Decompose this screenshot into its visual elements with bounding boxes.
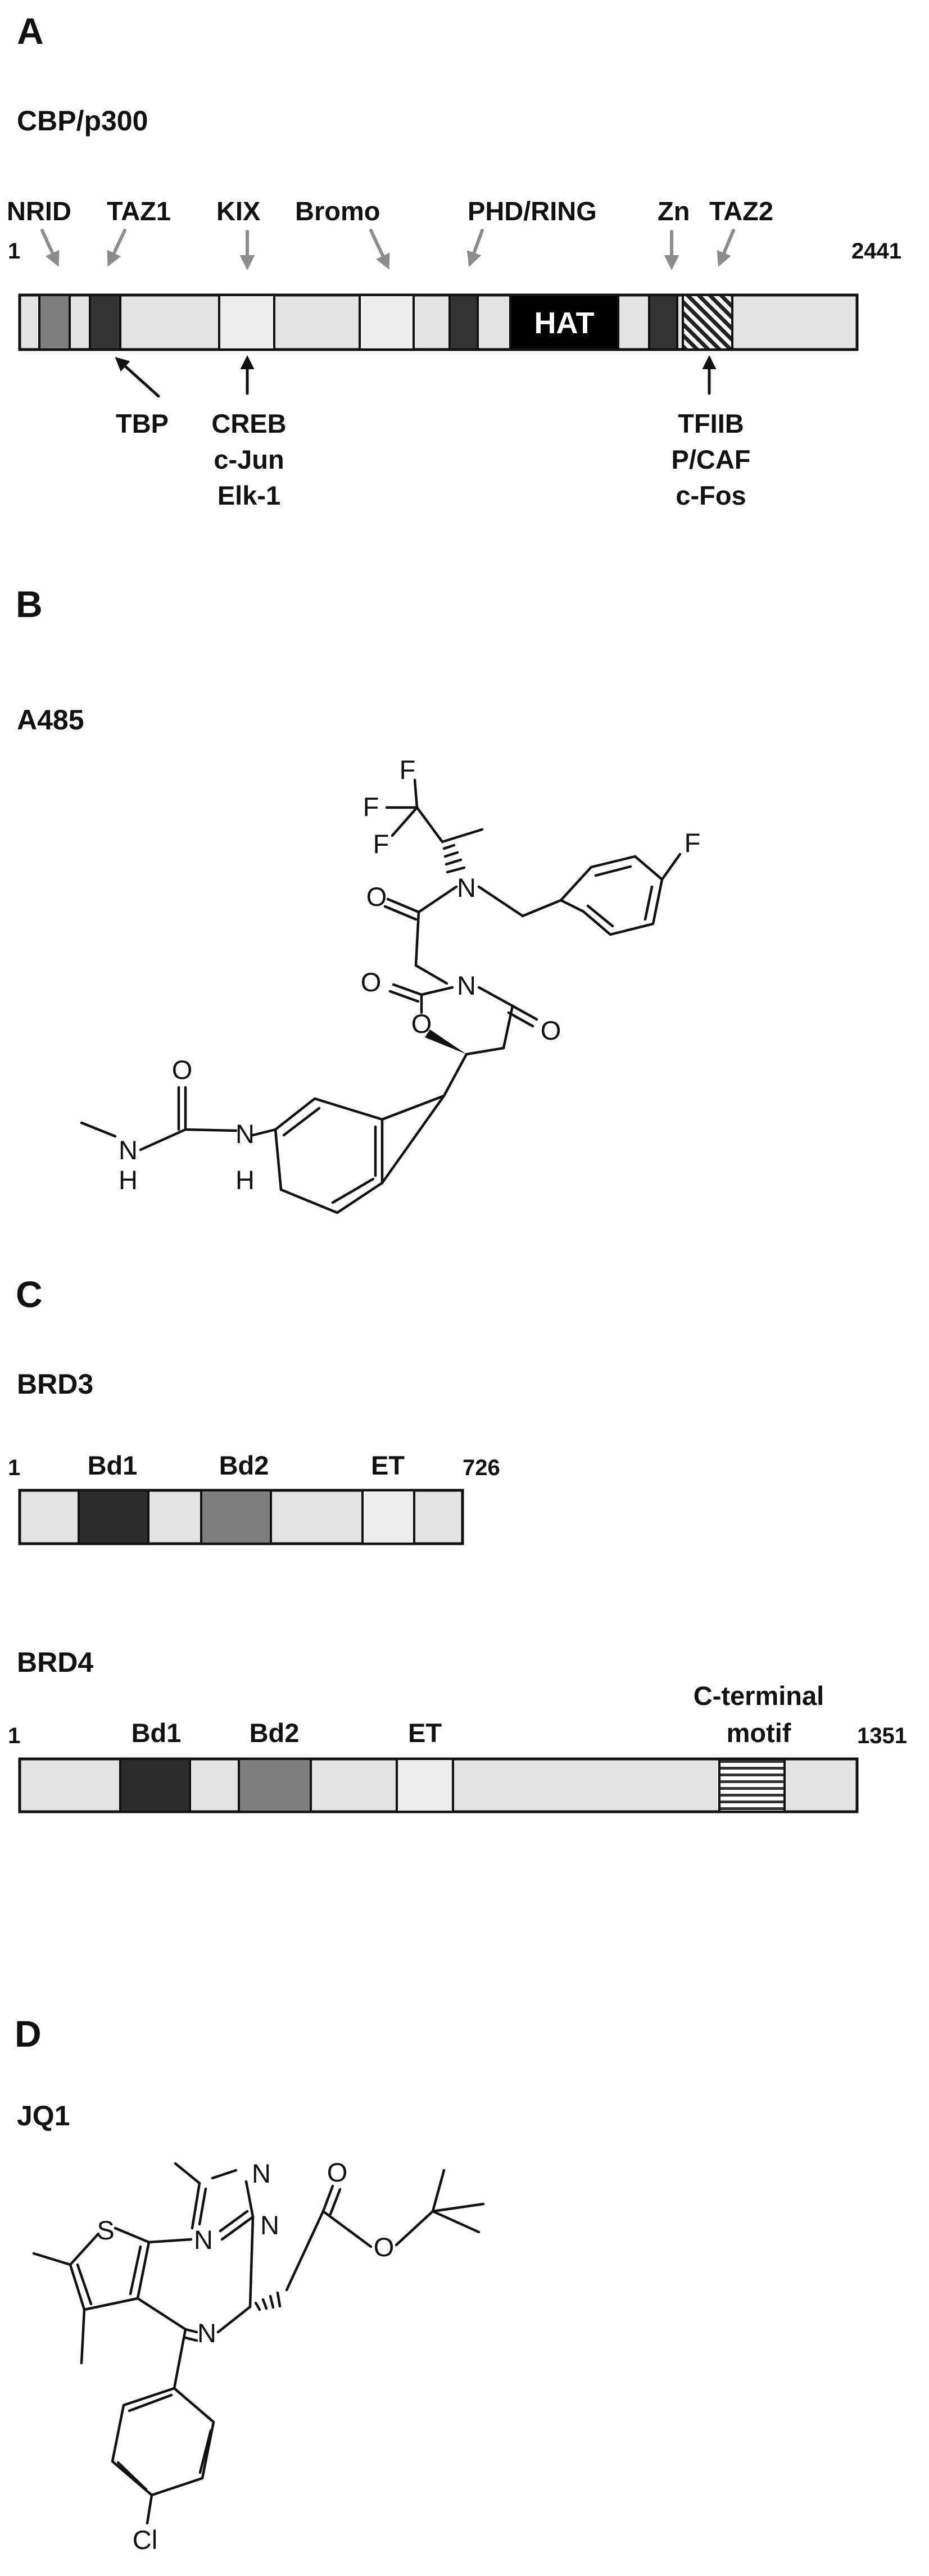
- a485-atom-o-imide: O: [541, 1015, 561, 1045]
- domain-label-taz2: TAZ2: [709, 196, 773, 226]
- brd4-end-number: 1351: [857, 1724, 907, 1748]
- panel-c-letter: C: [16, 1273, 43, 1315]
- brd3-title: BRD3: [17, 1368, 93, 1400]
- brd4-cterm-label-line1: C-terminal: [694, 1681, 824, 1711]
- brd3-label-bd1: Bd1: [88, 1450, 138, 1480]
- panel-b: B A485: [16, 583, 701, 1214]
- jq1-atom-n-triazole-3: N: [194, 2225, 213, 2255]
- panel-c: C BRD3 1 726 Bd1 Bd2 ET BRD4 C-terminal …: [8, 1273, 907, 1813]
- partner-p-caf: P/CAF: [672, 445, 751, 474]
- a485-atom-h-urea-2: H: [235, 1165, 255, 1195]
- brd3-end-number: 726: [463, 1455, 500, 1480]
- panel-d-letter: D: [15, 2013, 42, 2055]
- cbp-p300-title: CBP/p300: [17, 105, 148, 137]
- brd4-label-et: ET: [408, 1718, 442, 1748]
- a485-title: A485: [17, 704, 84, 736]
- brd3-label-bd2: Bd2: [219, 1450, 269, 1480]
- a485-atom-n-oxazolidine: N: [457, 970, 476, 1000]
- brd4-label-bd1: Bd1: [132, 1718, 182, 1748]
- a485-atom-h-urea-1: H: [119, 1165, 138, 1195]
- a485-atom-f-left: F: [363, 792, 379, 822]
- brd4-title: BRD4: [17, 1647, 93, 1678]
- domain-label-zn: Zn: [658, 196, 690, 226]
- brd3-label-et: ET: [371, 1450, 405, 1480]
- jq1-atom-n-triazole-1: N: [252, 2158, 271, 2188]
- brd3-start-number: 1: [8, 1455, 20, 1480]
- brd3-bar: [18, 1489, 464, 1545]
- cbp-start-number: 1: [8, 239, 20, 264]
- partner-tbp: TBP: [116, 409, 169, 438]
- a485-atom-f-bottom: F: [373, 829, 389, 859]
- brd4-bar: [18, 1757, 859, 1813]
- domain-label-taz1: TAZ1: [107, 196, 171, 226]
- jq1-atom-n-diazepine: N: [197, 2318, 216, 2348]
- jq1-atom-o-carbonyl: O: [327, 2157, 348, 2187]
- a485-atom-o-urea: O: [172, 1055, 193, 1085]
- domain-label-phd-ring: PHD/RING: [468, 196, 597, 226]
- a485-atom-f-aryl: F: [685, 828, 701, 858]
- a485-atom-f-top: F: [400, 755, 416, 784]
- jq1-title: JQ1: [17, 2100, 70, 2131]
- partner-creb: CREB: [211, 409, 286, 438]
- cbp-p300-bar: HAT: [18, 293, 859, 351]
- a485-atom-n-urea-1: N: [119, 1135, 138, 1165]
- domain-label-bromo: Bromo: [295, 196, 380, 226]
- panel-a-letter: A: [17, 10, 44, 52]
- brd4-start-number: 1: [8, 1724, 20, 1748]
- brd4-cterm-label-line2: motif: [727, 1718, 791, 1748]
- cbp-end-number: 2441: [851, 239, 901, 264]
- panel-d: D JQ1: [15, 2013, 485, 2555]
- partner-elk-1: Elk-1: [217, 480, 280, 510]
- a485-atom-o-carbonyl: O: [361, 967, 382, 997]
- domain-label-nrid: NRID: [7, 196, 71, 226]
- up-arrow-black-icon: [115, 355, 717, 398]
- jq1-atom-n-triazole-2: N: [260, 2210, 279, 2240]
- a485-atom-o-ring: O: [411, 1009, 432, 1038]
- a485-atom-n-urea-2: N: [235, 1119, 255, 1149]
- panel-b-letter: B: [16, 583, 43, 625]
- jq1-structure: [32, 2162, 485, 2525]
- a485-atom-n-amide: N: [457, 873, 476, 902]
- a485-structure: [80, 778, 682, 1214]
- domain-label-kix: KIX: [216, 196, 260, 226]
- jq1-atom-o-ester: O: [374, 2232, 395, 2262]
- panel-a: A CBP/p300 NRID TAZ1 KIX Bromo PHD/RING …: [7, 10, 901, 510]
- partner-tfiib: TFIIB: [678, 409, 744, 438]
- hat-domain-label: HAT: [534, 306, 595, 340]
- down-arrow-gray-icon: [40, 229, 735, 270]
- partner-c-fos: c-Fos: [676, 480, 746, 510]
- jq1-atom-cl: Cl: [133, 2525, 157, 2555]
- a485-atom-o-amide: O: [366, 882, 387, 911]
- brd4-label-bd2: Bd2: [250, 1718, 300, 1748]
- partner-c-jun: c-Jun: [214, 445, 284, 474]
- jq1-atom-s: S: [97, 2215, 114, 2245]
